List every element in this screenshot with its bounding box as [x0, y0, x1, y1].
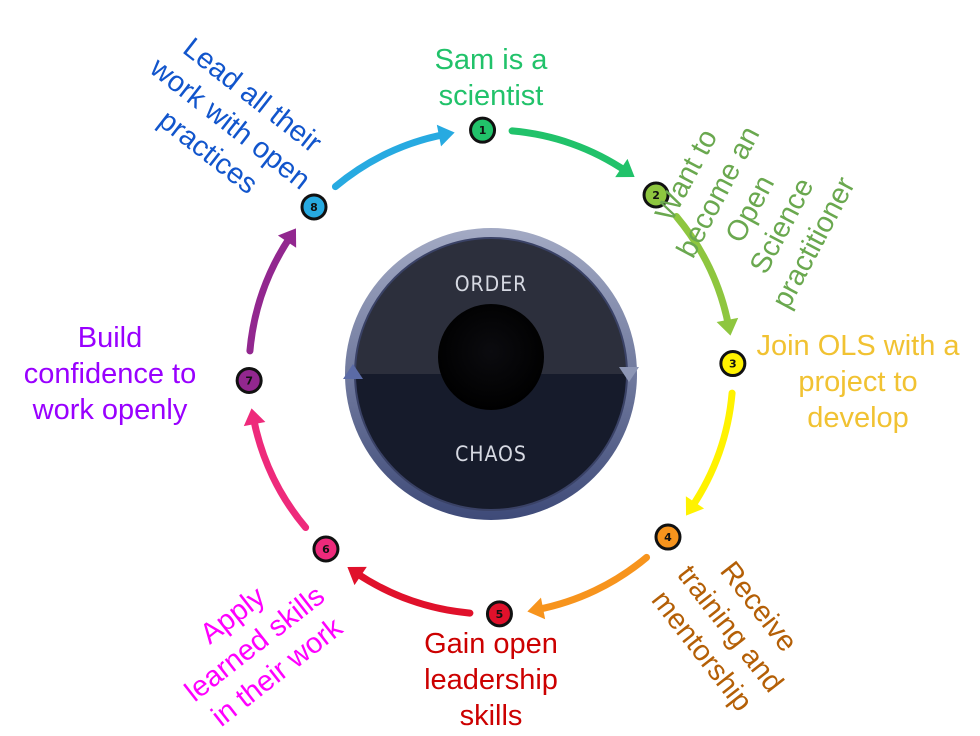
step-7-label: Build confidence to work openly [10, 320, 210, 428]
step-1-line: scientist [438, 80, 544, 112]
cycle-arrowhead-7 [277, 228, 297, 248]
cycle-arc-6 [249, 414, 310, 532]
step-node-1: 1 [469, 116, 497, 144]
step-5-line: skills [459, 700, 523, 732]
step-node-3: 3 [719, 350, 747, 378]
step-node-number: 5 [496, 608, 504, 621]
step-node-number: 3 [729, 358, 737, 371]
step-node-number: 8 [310, 201, 318, 214]
center-core [438, 304, 544, 410]
step-5-line: Gain open [424, 628, 558, 660]
cycle-arrowhead-3 [685, 496, 705, 516]
step-node-number: 4 [664, 531, 672, 544]
step-node-2: 2 [642, 181, 670, 209]
step-1-label: Sam is a scientist [411, 42, 571, 114]
step-3-label: Join OLS with a project to develop [744, 328, 972, 436]
step-node-circle [469, 116, 497, 144]
step-1-line: Sam is a [434, 44, 548, 76]
chaos-label: CHAOS [455, 442, 527, 466]
step-node-7: 7 [235, 366, 263, 394]
step-5-label: Gain open leadership skills [401, 626, 581, 734]
step-node-6: 6 [312, 535, 340, 563]
cycle-arrowhead-8 [436, 124, 455, 147]
step-node-circle [654, 523, 682, 551]
step-node-number: 2 [652, 189, 660, 202]
step-3-line: develop [807, 402, 909, 434]
cycle-nodes: 1 2 3 4 5 6 7 8 [235, 116, 747, 628]
step-node-8: 8 [300, 193, 328, 221]
cycle-arrowhead-6 [243, 408, 266, 427]
cycle-arc-7 [246, 233, 294, 355]
cycle-arc-2 [672, 212, 733, 330]
cycle-arcs [243, 124, 739, 620]
step-node-circle [300, 193, 328, 221]
step-node-circle [485, 600, 513, 628]
step-3-line: Join OLS with a [756, 330, 960, 362]
cycle-arc-5 [352, 569, 474, 617]
step-node-5: 5 [485, 600, 513, 628]
cycle-arrowhead-1 [615, 158, 635, 178]
cycle-arrowhead-4 [527, 597, 546, 620]
center-disc: ORDER CHAOS [343, 228, 639, 520]
step-node-number: 7 [245, 374, 253, 387]
cycle-arc-4 [533, 553, 651, 614]
step-node-circle [235, 366, 263, 394]
center-left-arrow [343, 364, 363, 379]
step-7-line: confidence to [23, 358, 197, 390]
order-label: ORDER [455, 272, 528, 296]
step-7-line: work openly [32, 394, 188, 426]
cycle-arc-1 [508, 127, 630, 175]
cycle-arrowhead-5 [347, 566, 367, 586]
step-node-circle [642, 181, 670, 209]
step-7-line: Build [77, 322, 143, 354]
step-node-number: 1 [479, 124, 487, 137]
cycle-arc-8 [331, 130, 449, 191]
cycle-arrowhead-2 [716, 317, 739, 336]
center-right-arrow [619, 367, 639, 382]
step-node-circle [312, 535, 340, 563]
step-3-line: project to [798, 366, 918, 398]
center-bottom-half [355, 374, 627, 510]
step-5-line: leadership [424, 664, 558, 696]
cycle-arc-3 [688, 389, 736, 511]
step-node-circle [719, 350, 747, 378]
step-node-4: 4 [654, 523, 682, 551]
step-node-number: 6 [322, 543, 330, 556]
